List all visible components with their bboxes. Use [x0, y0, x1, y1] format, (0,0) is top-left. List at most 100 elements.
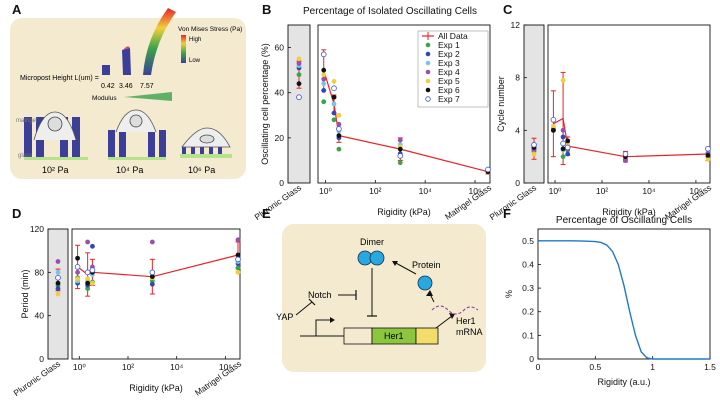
- x-tick-label: 10²: [369, 186, 381, 196]
- promoter-arrow: [315, 319, 330, 336]
- data-point: [296, 56, 302, 62]
- x-tick-label: 1: [650, 362, 655, 372]
- micropost-medium: [122, 48, 131, 75]
- legend-label: Exp 5: [438, 76, 460, 86]
- yap-label: YAP: [276, 312, 293, 322]
- data-point: [485, 166, 491, 173]
- x-tick-label: 10⁴: [170, 362, 183, 372]
- data-point: [321, 67, 327, 73]
- data-point: [560, 134, 566, 140]
- data-point: [331, 101, 337, 107]
- pluronic-glass-box: [287, 24, 311, 184]
- chart-title: Percentage of Oscillating Cells: [556, 215, 692, 226]
- y-tick-label: 8: [515, 73, 520, 83]
- y-tick-label: 0.1: [522, 330, 534, 340]
- panel-label-f: F: [503, 206, 511, 221]
- x-tick-label: 10⁴: [419, 186, 432, 196]
- data-point: [560, 77, 566, 83]
- pluronic-glass-box: [523, 24, 545, 184]
- data-point: [296, 81, 302, 87]
- data-point: [55, 291, 61, 297]
- stress-high: High: [189, 37, 201, 43]
- legend-label: Exp 4: [438, 67, 460, 77]
- data-point: [397, 137, 403, 143]
- gene-region-1: [343, 327, 373, 345]
- arrowhead: [392, 261, 398, 266]
- data-point: [149, 269, 156, 276]
- plot-frame: [317, 24, 491, 184]
- cell-on-soft: matrigel glass: [16, 111, 88, 160]
- legend-swatch: [425, 87, 431, 93]
- legend-swatch: [425, 51, 431, 57]
- data-point: [336, 146, 342, 152]
- y-tick-label: 0.5: [522, 236, 534, 246]
- legend-label: Exp 1: [438, 40, 460, 50]
- modulus-label: Modulus: [92, 95, 117, 102]
- protein-circle: [417, 275, 433, 291]
- stress-colorbar: [181, 35, 186, 63]
- legend-swatch: [425, 96, 431, 102]
- y-tick-label: 0.3: [522, 283, 534, 293]
- height-3: 7.57: [140, 83, 154, 90]
- data-point: [90, 280, 95, 286]
- x-tick-label: 10⁰: [319, 186, 332, 196]
- data-point: [331, 85, 337, 91]
- cell-on-stiff: [180, 127, 232, 158]
- y-tick-label: 0: [515, 178, 520, 188]
- legend-label: Exp 6: [438, 85, 460, 95]
- legend-swatch: [425, 42, 431, 48]
- mean-line: [77, 254, 239, 278]
- data-point: [331, 79, 337, 84]
- data-point: [531, 151, 537, 157]
- data-point: [331, 94, 337, 100]
- panel-label-a: A: [12, 2, 22, 17]
- data-point: [235, 269, 241, 275]
- data-point: [55, 274, 61, 281]
- x-tick-label: 10⁶: [469, 186, 482, 196]
- data-point: [397, 153, 404, 159]
- data-point: [565, 151, 571, 157]
- x-tick-label: 10²: [596, 186, 608, 196]
- x-axis-label: Rigidity (kPa): [602, 207, 656, 217]
- x-tick-label: 10⁴: [642, 186, 655, 196]
- data-point: [550, 123, 556, 129]
- legend-swatch: [425, 78, 431, 84]
- legend-swatch: [425, 60, 431, 66]
- data-point: [55, 259, 61, 264]
- x-category-label: Pluronic Glass: [12, 358, 63, 398]
- mean-line: [553, 117, 709, 158]
- arrowhead-4: [426, 290, 433, 296]
- data-point: [235, 237, 241, 243]
- legend-label: All Data: [438, 31, 468, 41]
- notch-label: Notch: [308, 290, 332, 300]
- data-point: [149, 281, 155, 287]
- data-point: [564, 144, 571, 151]
- y-tick-label: 40: [35, 311, 45, 321]
- pa-label-1: 10² Pa: [42, 165, 69, 175]
- data-point: [74, 264, 81, 270]
- legend-label: Exp 2: [438, 49, 460, 59]
- y-tick-label: 4: [515, 125, 520, 135]
- transcription-arrow: [435, 315, 453, 329]
- data-point: [336, 126, 342, 132]
- x-category-label: Pluronic Glass: [253, 182, 304, 222]
- stress-low: Low: [189, 58, 201, 64]
- protein-to-dimer-arrow: [393, 261, 417, 275]
- y-tick-label: 12: [511, 20, 521, 30]
- data-point: [235, 256, 241, 263]
- height-1: 0.42: [101, 83, 115, 90]
- data-point: [235, 265, 241, 271]
- data-point: [55, 286, 61, 291]
- data-point: [560, 140, 566, 147]
- data-point: [397, 160, 403, 166]
- gene-region-3: [415, 327, 439, 345]
- her1-label: Her1: [384, 331, 404, 341]
- data-point: [85, 276, 91, 282]
- panel-e-diagram: Dimer Protein Notch YAP Her1 Her1 mRNA: [276, 224, 486, 372]
- dimer-circle-2: [369, 250, 385, 266]
- micropost-medium-tip: [123, 46, 130, 50]
- plot-frame: [537, 228, 711, 360]
- plot-frame: [71, 228, 241, 360]
